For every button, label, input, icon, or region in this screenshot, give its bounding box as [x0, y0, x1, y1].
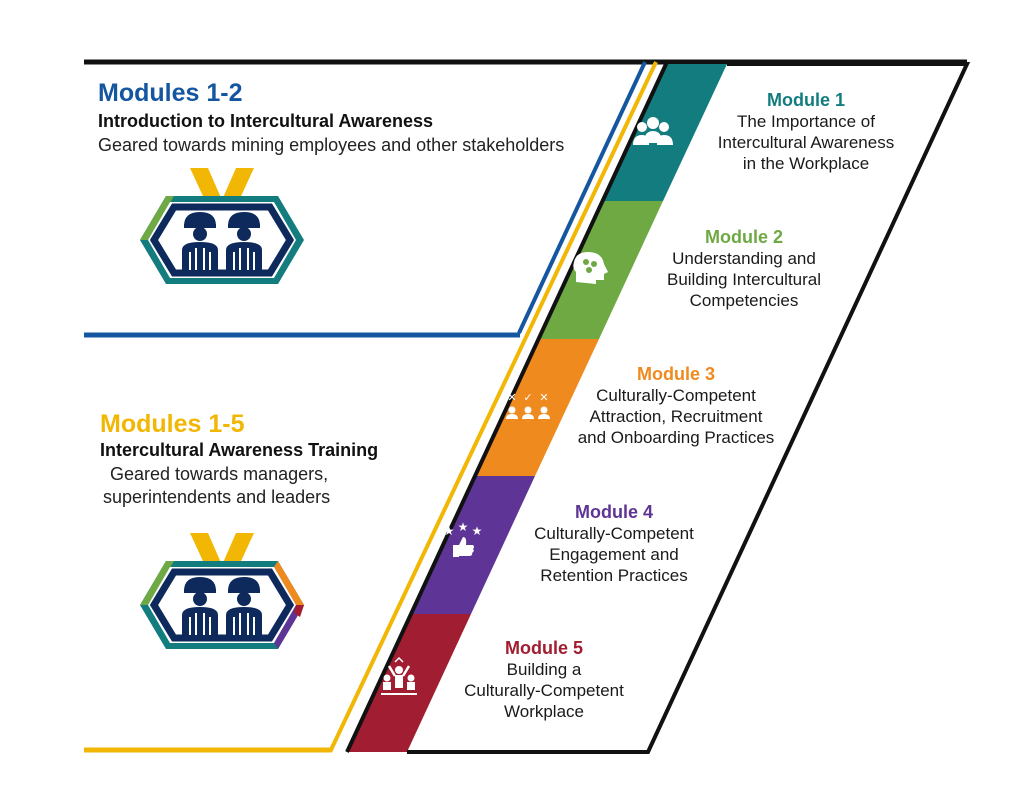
- module-1-line-1: The Importance of: [737, 112, 875, 131]
- svg-text:✕: ✕: [539, 391, 548, 404]
- svg-text:★: ★: [472, 524, 483, 538]
- svg-text:✕: ✕: [507, 391, 516, 404]
- module-2-text: Module 2 Understanding and Building Inte…: [634, 227, 854, 311]
- band-module-1: [603, 64, 727, 201]
- module-2-title: Module 2: [704, 227, 783, 247]
- module-4-title: Module 4: [574, 502, 653, 522]
- candidate-selection-icon: ✕ ✓ ✕: [506, 391, 550, 419]
- module-5-line-2: Culturally-Competent: [464, 681, 624, 700]
- module-3-line-1: Culturally-Competent: [596, 386, 756, 405]
- celebrating-team-icon: [381, 656, 417, 695]
- group-1-description: Geared towards mining employees and othe…: [98, 135, 565, 155]
- right-panel-outline: [407, 62, 971, 754]
- module-3-text: Module 3 Culturally-Competent Attraction…: [556, 364, 796, 448]
- brain-head-icon: [573, 252, 608, 284]
- module-5-title: Module 5: [504, 638, 583, 658]
- module-1-title: Module 1: [766, 90, 845, 110]
- module-5-text: Module 5 Building a Culturally-Competent…: [434, 638, 654, 722]
- band-left-edge: [345, 61, 669, 753]
- module-1-line-2: Intercultural Awareness: [717, 133, 895, 152]
- group-1-subtitle: Introduction to Intercultural Awareness: [98, 111, 434, 131]
- band-module-3: [475, 339, 599, 476]
- svg-text:★: ★: [458, 520, 469, 534]
- module-3-title: Module 3: [636, 364, 715, 384]
- team-people-icon: [633, 117, 673, 145]
- module-5-line-3: Workplace: [504, 702, 584, 721]
- gold-diagonal-line: [328, 61, 658, 753]
- module-2-line-3: Competencies: [689, 291, 799, 310]
- blue-diagonal-line: [517, 61, 647, 334]
- module-5-line-1: Building a: [506, 660, 582, 679]
- workers-medal-icon: [140, 168, 304, 284]
- module-3-line-2: Attraction, Recruitment: [589, 407, 763, 426]
- svg-text:✓: ✓: [523, 391, 532, 404]
- module-4-text: Module 4 Culturally-Competent Engagement…: [504, 502, 724, 586]
- module-1-line-3: in the Workplace: [742, 154, 870, 173]
- group-1-title: Modules 1-2: [98, 79, 243, 107]
- svg-text:★: ★: [444, 524, 455, 538]
- group-2-subtitle: Intercultural Awareness Training: [100, 440, 379, 460]
- module-1-text: Module 1 The Importance of Intercultural…: [696, 90, 916, 174]
- module-2-line-2: Building Intercultural: [666, 270, 822, 289]
- thumbs-up-stars-icon: ★ ★ ★: [444, 520, 483, 557]
- group-2-description-line-1: Geared towards managers,: [110, 464, 329, 484]
- group-2-title: Modules 1-5: [100, 410, 245, 438]
- module-4-line-1: Culturally-Competent: [534, 524, 694, 543]
- workers-medal-icon: [140, 533, 304, 649]
- module-4-line-3: Retention Practices: [540, 566, 688, 585]
- group-2-description-line-2: superintendents and leaders: [103, 487, 331, 507]
- module-2-line-1: Understanding and: [672, 249, 816, 268]
- module-3-line-3: and Onboarding Practices: [577, 428, 775, 447]
- module-4-line-2: Engagement and: [549, 545, 679, 564]
